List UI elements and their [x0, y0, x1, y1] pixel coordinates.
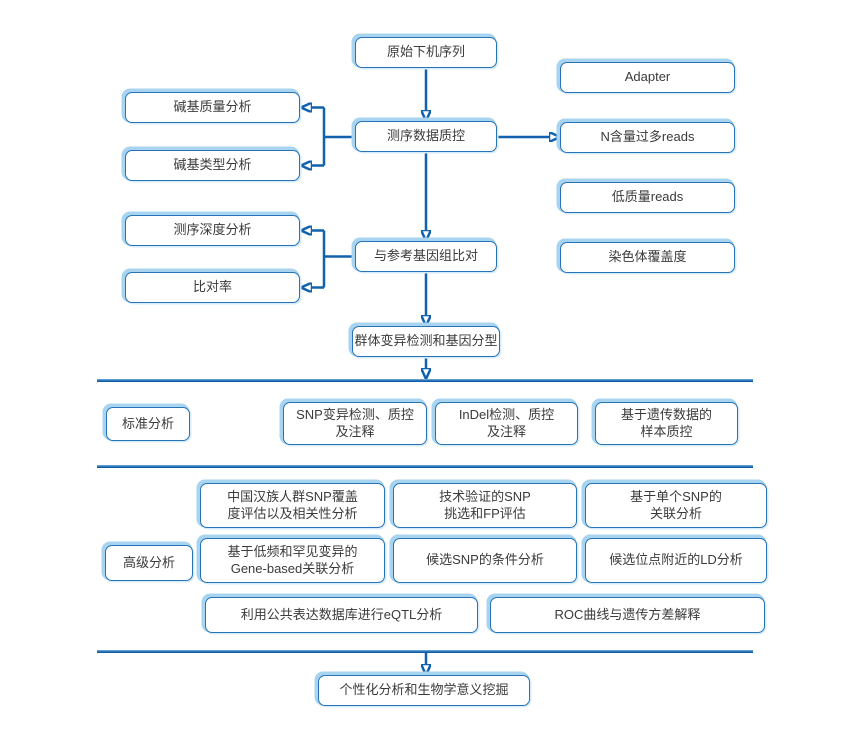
branch-qc-left: [322, 107, 355, 166]
node-eqtl: 利用公共表达数据库进行eQTL分析: [205, 597, 478, 633]
node-adapter: Adapter: [560, 62, 735, 93]
node-conditional-snp: 候选SNP的条件分析: [393, 538, 577, 583]
label-standard-analysis: 标准分析: [106, 407, 190, 441]
node-depth-analysis: 测序深度分析: [125, 215, 300, 246]
node-roc: ROC曲线与遗传方差解释: [490, 597, 765, 633]
node-chromosome-coverage: 染色体覆盖度: [560, 242, 735, 273]
node-genome-align: 与参考基因组比对: [355, 241, 497, 272]
node-base-type: 碱基类型分析: [125, 150, 300, 181]
node-mapping-rate: 比对率: [125, 272, 300, 303]
node-raw-sequence: 原始下机序列: [355, 37, 497, 68]
node-han-snp-coverage: 中国汉族人群SNP覆盖 度评估以及相关性分析: [200, 483, 385, 528]
node-single-snp: 基于单个SNP的 关联分析: [585, 483, 767, 528]
divider-middle: [97, 465, 753, 468]
node-data-qc: 测序数据质控: [355, 121, 497, 152]
node-sample-qc: 基于遗传数据的 样本质控: [595, 402, 738, 445]
divider-top: [97, 379, 753, 382]
node-personalized: 个性化分析和生物学意义挖掘: [318, 675, 530, 706]
label-advanced-analysis: 高级分析: [105, 545, 193, 581]
node-ld-analysis: 候选位点附近的LD分析: [585, 538, 767, 583]
node-snp-detection: SNP变异检测、质控 及注释: [283, 402, 427, 445]
node-validated-snp: 技术验证的SNP 挑选和FP评估: [393, 483, 577, 528]
node-gene-based: 基于低频和罕见变异的 Gene-based关联分析: [200, 538, 385, 583]
node-base-quality: 碱基质量分析: [125, 92, 300, 123]
node-n-reads: N含量过多reads: [560, 122, 735, 153]
divider-bottom: [97, 650, 753, 653]
node-variant-genotyping: 群体变异检测和基因分型: [352, 326, 500, 357]
node-indel-detection: InDel检测、质控 及注释: [435, 402, 578, 445]
branch-align-left: [322, 230, 355, 288]
node-low-quality-reads: 低质量reads: [560, 182, 735, 213]
